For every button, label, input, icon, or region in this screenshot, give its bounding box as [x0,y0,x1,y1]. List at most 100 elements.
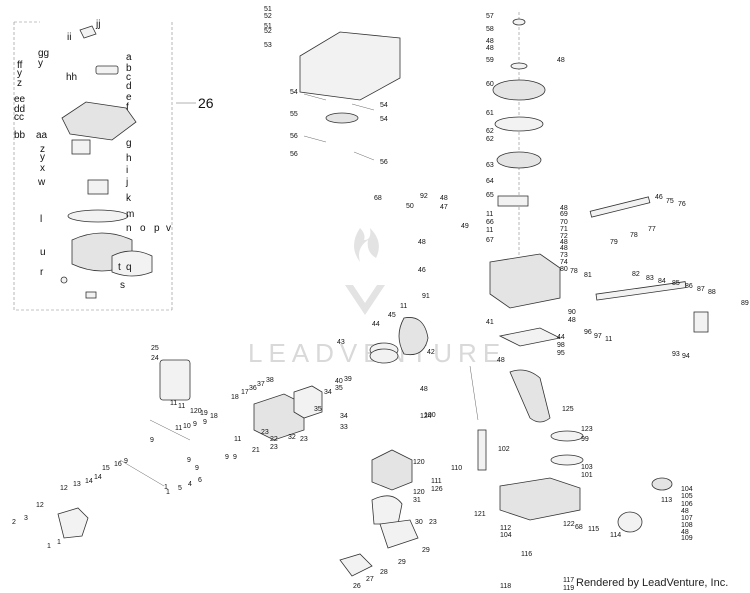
part-number-label: 96 [584,329,592,336]
part-number-label: 125 [562,406,574,413]
part-number-label: 48 [486,38,494,45]
part-number-label: 98 [557,342,565,349]
part-number-label: 27 [366,576,374,583]
carb-letter-label: w [37,177,46,188]
part-number-label: 9 [187,457,191,464]
governor-gear-part [550,454,584,466]
carb-letter-label: x [40,163,45,174]
part-number-label: 4 [188,481,192,488]
part-number-label: 68 [575,524,583,531]
part-number-label: 48 [681,508,689,515]
part-number-label: 88 [708,289,716,296]
piston-group [369,317,429,364]
part-number-label: 105 [681,493,693,500]
part-number-label: 11 [605,336,612,343]
part-number-label: 34 [324,389,332,396]
part-number-label: 62 [486,128,494,135]
part-number-label: 31 [413,497,421,504]
fuel-tank-part [371,449,413,491]
part-number-label: 100 [424,412,436,419]
carb-letter-label: g [126,138,132,149]
part-number-label: 63 [486,162,494,169]
carb-letter-label: h [126,153,132,164]
part-number-label: 28 [380,569,388,576]
part-number-label: 5 [178,485,182,492]
part-number-label: 18 [210,413,218,420]
part-number-label: 82 [632,271,640,278]
part-number-label: 9 [193,421,197,428]
part-number-label: 54 [290,89,298,96]
part-number-label: 116 [521,551,532,558]
part-number-label: 55 [290,111,298,118]
part-number-label: 15 [102,465,110,472]
dipstick-group [469,365,487,471]
cylinder-head-group [57,359,323,539]
part-number-label: 24 [151,355,159,362]
part-number-label: 73 [560,252,568,259]
part-number-label: 1 [47,543,51,550]
carburetor-assembly [13,21,196,311]
part-number-label: 51 [264,6,272,13]
carb-letter-label: d [126,81,132,92]
part-number-label: 11 [486,227,493,234]
part-number-label: 101 [581,472,593,479]
part-number-label: 29 [422,547,430,554]
part-number-label: 54 [380,102,388,109]
part-number-label: 119 [563,585,574,592]
part-number-label: 104 [500,532,512,539]
part-number-label: 56 [380,159,388,166]
carb-letter-label: e [126,92,132,103]
part-number-label: 9 [225,454,229,461]
part-number-label: 48 [560,239,568,246]
carb-letter-label: t [118,262,121,273]
carb-letter-label: u [40,247,46,258]
part-number-label: 60 [486,81,494,88]
part-number-label: 117 [563,577,574,584]
carb-letter-label: l [40,214,42,225]
assembly-callout: 26 [198,95,214,111]
throttle-bracket-part [693,311,709,333]
spring-part [85,291,97,299]
part-number-label: 89 [741,300,749,307]
part-number-label: 94 [682,353,690,360]
part-number-label: 74 [560,259,568,266]
part-number-label: 45 [388,312,396,319]
part-number-label: 6 [198,477,202,484]
part-number-label: 97 [594,333,602,340]
carb-letter-label: a [126,52,132,63]
part-number-label: 11 [178,403,185,410]
oil-sump-part [499,477,581,521]
primer-bulb-part [79,25,97,39]
part-number-label: 110 [451,465,462,472]
part-number-label: 44 [557,334,565,341]
carb-letter-label: y [40,152,45,163]
head-gasket-part [293,385,323,419]
part-number-label: 3 [24,515,28,522]
part-number-label: 72 [560,233,568,240]
part-number-label: 57 [486,13,494,20]
part-number-label: 51 [264,23,272,30]
part-number-label: 113 [661,497,672,504]
part-number-label: 48 [497,357,505,364]
part-number-label: 9 [233,454,237,461]
carb-letter-label: bb [14,130,26,141]
part-number-label: 18 [231,394,239,401]
cylinder-head-part [253,393,305,441]
part-number-label: 44 [372,321,380,328]
bracket-part [339,553,373,577]
governor-group [589,196,709,533]
carb-letter-label: s [120,280,125,291]
blower-housing-group [299,31,401,161]
part-number-label: 87 [697,286,705,293]
part-number-label: 16 [114,461,122,468]
part-number-label: 1 [166,489,170,496]
part-number-label: 48 [568,317,576,324]
air-cleaner-base-part [379,519,419,549]
fuel-pump-part [71,139,91,155]
part-number-label: 14 [85,478,93,485]
drain-screw-part [60,276,68,284]
valve-cover-part [57,507,89,539]
part-number-label: 12 [60,485,68,492]
part-number-label: 17 [241,389,249,396]
governor-shaft-part [589,196,651,218]
